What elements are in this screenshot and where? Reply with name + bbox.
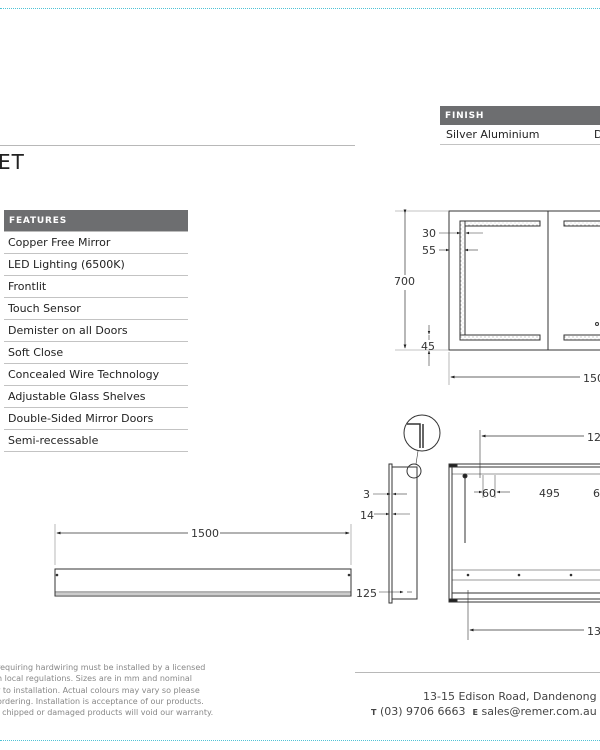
feature-item: Touch Sensor bbox=[4, 298, 188, 320]
feature-item: Frontlit bbox=[4, 276, 188, 298]
feature-item: Demister on all Doors bbox=[4, 320, 188, 342]
dim-glass: 3 bbox=[363, 488, 370, 501]
dim-gap-left: 60 bbox=[482, 487, 496, 500]
features-table: FEATURES Copper Free Mirror LED Lighting… bbox=[4, 210, 188, 452]
cabinet-outline bbox=[448, 210, 600, 351]
bottom-dotted-border bbox=[0, 740, 600, 741]
email-label: E bbox=[472, 708, 478, 717]
email-link[interactable]: sales@remer.com.au bbox=[481, 705, 597, 718]
disclaimer-line: r to installation. Actual colours may va… bbox=[0, 685, 200, 695]
feature-item: Soft Close bbox=[4, 342, 188, 364]
led-strip bbox=[459, 220, 466, 341]
feature-item: Concealed Wire Technology bbox=[4, 364, 188, 386]
dim-plan-top: 120 bbox=[587, 431, 600, 444]
disclaimer-line: requiring hardwiring must be installed b… bbox=[0, 663, 206, 672]
feature-item: Copper Free Mirror bbox=[4, 232, 188, 254]
finish-row: Silver Aluminium D bbox=[440, 125, 600, 145]
dim-top-width: 1500 bbox=[191, 527, 219, 540]
dim-inset-side: 55 bbox=[422, 244, 436, 257]
led-strip bbox=[459, 220, 541, 227]
disclaimer: requiring hardwiring must be installed b… bbox=[0, 662, 213, 718]
top-view bbox=[54, 524, 352, 597]
led-strip bbox=[563, 220, 600, 227]
led-strip bbox=[459, 334, 541, 341]
footer-divider bbox=[355, 672, 600, 673]
phone-label: T bbox=[371, 708, 377, 717]
disclaimer-line: , chipped or damaged products will void … bbox=[0, 708, 214, 718]
dim-plan-bottom: 130 bbox=[587, 625, 600, 638]
front-elevation bbox=[395, 209, 600, 385]
finish-code: D bbox=[594, 128, 600, 141]
interior-view bbox=[448, 430, 600, 640]
feature-item: Semi-recessable bbox=[4, 430, 188, 452]
dim-width: 150 bbox=[583, 372, 600, 385]
dim-inset-bottom: 45 bbox=[421, 340, 435, 353]
feature-item: Adjustable Glass Shelves bbox=[4, 386, 188, 408]
finish-name: Silver Aluminium bbox=[446, 128, 540, 141]
finish-header: FINISH bbox=[440, 106, 600, 125]
disclaimer-line: h local regulations. Sizes are in mm and… bbox=[0, 674, 193, 684]
title-divider bbox=[0, 145, 355, 146]
feature-item: Double-Sided Mirror Doors bbox=[4, 408, 188, 430]
dim-shelf: 495 bbox=[539, 487, 560, 500]
phone[interactable]: (03) 9706 6663 bbox=[379, 705, 466, 718]
dim-depth: 125 bbox=[356, 587, 377, 600]
disclaimer-line: ordering. Installation is acceptance of … bbox=[0, 696, 204, 706]
feature-item: LED Lighting (6500K) bbox=[4, 254, 188, 276]
side-section bbox=[373, 414, 441, 604]
dim-door: 14 bbox=[360, 509, 374, 522]
features-header: FEATURES bbox=[4, 210, 188, 232]
contact-line: T (03) 9706 6663 E sales@remer.com.au W … bbox=[371, 705, 600, 718]
top-dotted-border bbox=[0, 8, 600, 9]
dim-gap-right: 6 bbox=[593, 487, 600, 500]
page-title: ET bbox=[0, 150, 25, 174]
dim-height: 700 bbox=[394, 275, 415, 288]
led-strip bbox=[563, 334, 600, 341]
dim-inset-top: 30 bbox=[422, 227, 436, 240]
touch-sensor-icon bbox=[595, 322, 599, 326]
address: 13-15 Edison Road, Dandenong Sou bbox=[423, 690, 600, 703]
finish-table: FINISH Silver Aluminium D bbox=[440, 106, 600, 145]
